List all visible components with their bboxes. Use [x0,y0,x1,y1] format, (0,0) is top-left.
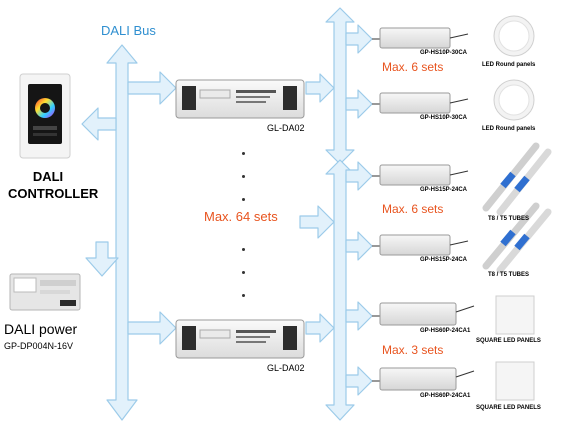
main-bus-arrow [106,44,138,421]
product-5-label: SQUARE LED PANELS [476,338,541,344]
bus-arrows [81,7,373,421]
square-panel-1 [495,295,535,335]
controller-label: DALI CONTROLLER [8,168,99,202]
driver-2-model: GP-HS10P-30CA [420,115,468,121]
converter1-bus-arrow [127,71,177,105]
converter-1-device [175,79,305,119]
product-6-label: SQUARE LED PANELS [476,405,541,411]
round-panel-1 [493,15,535,57]
product-2-label: LED Round panels [482,126,536,132]
driver6-arrow [345,366,373,396]
converters-link-arrow [299,205,335,239]
tube-pair-2 [482,202,552,274]
controller-label-line2: CONTROLLER [8,186,99,201]
product-3-label: T8 / T5 TUBES [488,216,530,222]
square-panel-2 [495,361,535,401]
converter2-out-arrow [305,313,335,343]
driver-1-model: GP-HS10P-30CA [420,50,468,56]
power-model: GP-DP004N-16V [4,341,74,351]
tube-pair-1 [482,142,552,216]
converter-2-label: GL-DA02 [267,363,305,373]
driver-5-model: GP-HS60P-24CA1 [420,328,471,334]
power-bus-arrow [85,241,119,277]
group-3-max: Max. 3 sets [382,343,444,357]
driver-4-device [372,234,469,256]
driver5-arrow [345,301,373,331]
led-drivers [372,27,475,391]
driver-6-model: GP-HS60P-24CA1 [420,393,471,399]
converter2-bus-arrow [127,311,177,345]
round-panels [493,15,535,121]
driver-1-device [372,27,469,49]
max-converters-label: Max. 64 sets [204,209,278,224]
converter-2-device [175,319,305,359]
converter-1-label: GL-DA02 [267,123,305,133]
bus-label: DALI Bus [101,23,156,38]
driver-4-model: GP-HS15P-24CA [420,257,468,263]
driver4-arrow [345,231,373,261]
group-1-max: Max. 6 sets [382,60,444,74]
product-4-label: T8 / T5 TUBES [488,272,530,278]
product-1-label: LED Round panels [482,62,536,68]
driver3-arrow [345,161,373,191]
driver-6-device [372,367,475,391]
driver1-arrow [345,24,373,54]
round-panel-2 [493,79,535,121]
dali-power-device [9,273,81,311]
dali-controller-device [19,73,71,159]
driver2-arrow [345,89,373,119]
driver-3-model: GP-HS15P-24CA [420,187,468,193]
driver-2-device [372,92,469,114]
converter1-out-arrow [305,73,335,103]
driver-5-device [372,302,475,326]
controller-label-line1: DALI [32,169,64,184]
power-label: DALI power [4,321,78,337]
tubes [482,142,552,274]
square-panels [495,295,535,401]
driver-3-device [372,164,469,186]
controller-bus-arrow [81,107,117,141]
group-2-max: Max. 6 sets [382,202,444,216]
